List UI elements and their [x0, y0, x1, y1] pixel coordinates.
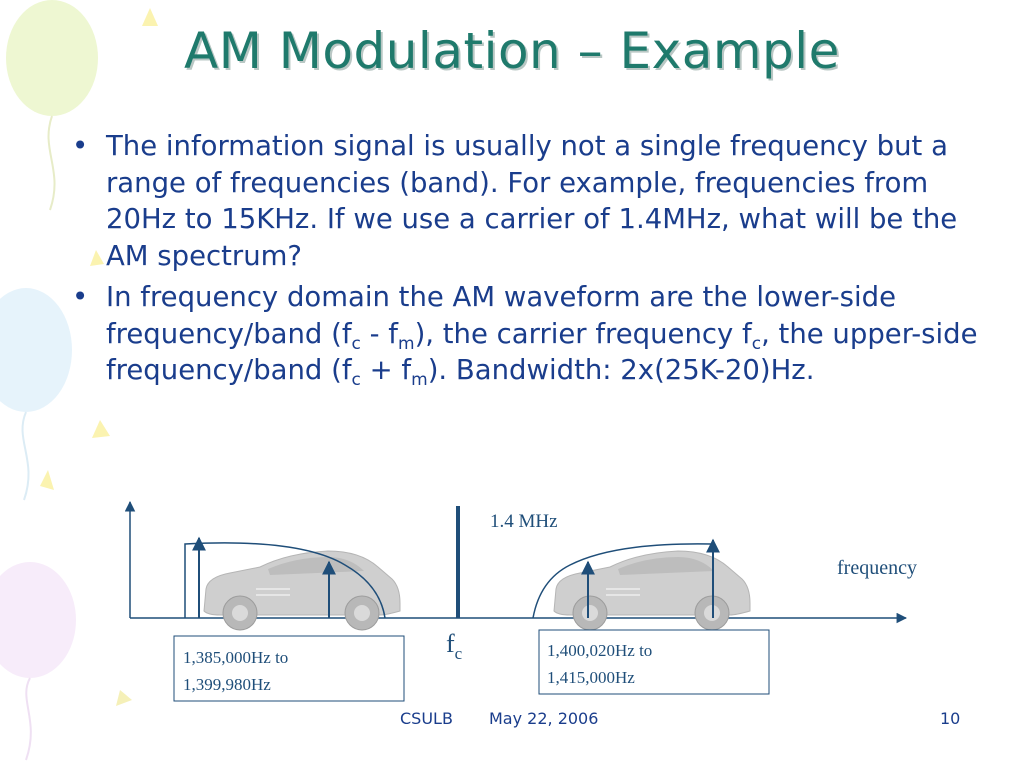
bullet-text: - f: [360, 317, 398, 350]
slide-title: AM Modulation – Example: [184, 22, 840, 80]
bullet-text: ), the carrier frequency f: [414, 317, 752, 350]
upper-band-box: [538, 629, 770, 695]
upper-band-line2: 1,415,000Hz: [547, 668, 635, 687]
slide-number: 10: [940, 709, 961, 728]
bullet-item: The information signal is usually not a …: [68, 128, 988, 274]
balloon-icon: [0, 562, 76, 761]
axis-label: frequency: [837, 557, 917, 579]
upper-band-line1: 1,400,020Hz to: [547, 641, 652, 660]
bullet-list: The information signal is usually not a …: [68, 128, 988, 394]
bullet-text: , the upper-side frequency/band (f: [106, 317, 978, 387]
bullet-text: In frequency domain the AM waveform are …: [106, 281, 897, 350]
lower-band-line1: 1,385,000Hz to: [183, 648, 288, 667]
subscript: c: [751, 333, 762, 354]
subscript: m: [411, 370, 428, 390]
lower-band-box: [173, 635, 405, 702]
carrier-label: 1.4 MHz: [490, 511, 558, 532]
footer-date: May 22, 2006: [489, 709, 599, 728]
fc-subscript: c: [455, 644, 463, 663]
lower-sideband-curve: [184, 542, 386, 619]
balloon-icon: [6, 0, 98, 211]
footer-left: CSULB: [400, 709, 453, 728]
balloon-icon: [0, 288, 72, 501]
lower-band-line2: 1,399,980Hz: [183, 675, 271, 694]
bullet-text: + f: [360, 354, 412, 386]
fc-letter: f: [446, 629, 455, 658]
subscript: c: [351, 370, 361, 390]
upper-sideband-curve: [532, 543, 714, 619]
subscript: m: [398, 333, 415, 354]
bullet-item: In frequency domain the AM waveform are …: [68, 279, 988, 389]
subscript: c: [351, 333, 361, 354]
fc-label: fc: [446, 629, 463, 663]
bullet-text: ). Bandwidth: 2x(25K-20)Hz.: [427, 354, 815, 386]
